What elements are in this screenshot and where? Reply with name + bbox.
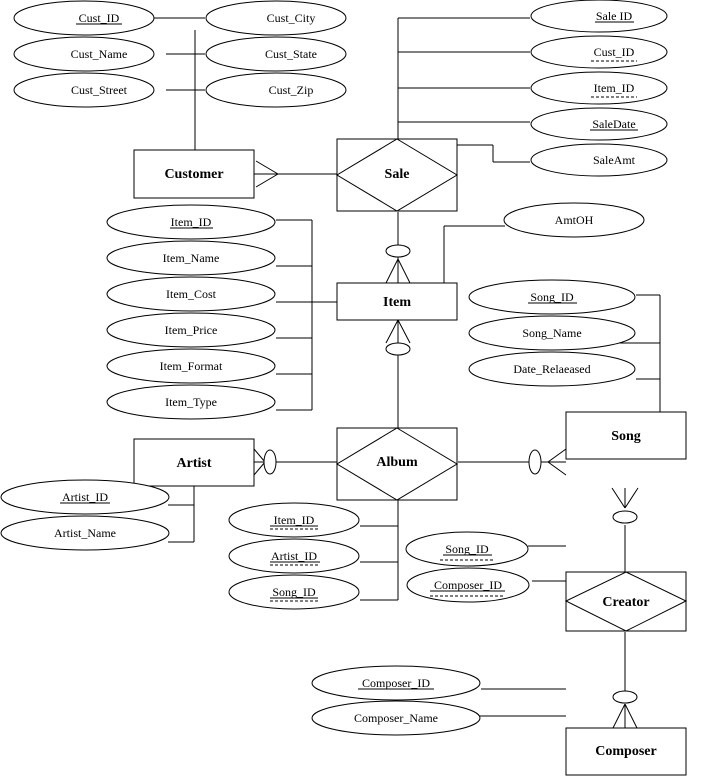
attr-composer-id: Composer_ID: [311, 665, 481, 701]
attr-album-artist-id: Artist_ID: [228, 538, 360, 574]
optional-marker: [612, 510, 638, 524]
attr-sale-amt: SaleAmt: [530, 143, 668, 177]
attr-cust-id: Cust_ID: [13, 0, 155, 36]
attr-label: AmtOH: [555, 213, 594, 227]
entity-composer: Composer: [565, 727, 687, 776]
attr-sale-cust-id: Cust_ID: [530, 35, 668, 69]
attr-creator-composer-id: Composer_ID: [406, 567, 530, 603]
attr-amtoh: AmtOH: [503, 202, 645, 238]
optional-marker: [528, 449, 542, 475]
attr-label: Composer_Name: [354, 711, 438, 725]
attr-label: SaleDate: [592, 117, 635, 131]
relationship-sale: Sale: [336, 138, 458, 212]
attr-label: Artist_Name: [54, 526, 116, 540]
relationship-album: Album: [336, 427, 458, 501]
optional-marker: [612, 690, 638, 704]
entity-label: Creator: [602, 595, 649, 610]
entity-label: Composer: [595, 744, 656, 759]
attr-label: Song_ID: [272, 585, 316, 599]
attr-artist-id: Artist_ID: [0, 479, 170, 515]
entity-label: Artist: [177, 456, 212, 471]
attr-composer-name: Composer_Name: [311, 700, 481, 736]
attr-sale-item-id: Item_ID: [530, 71, 668, 105]
attr-item-id: Item_ID: [106, 204, 276, 240]
attr-album-song-id: Song_ID: [228, 574, 360, 610]
attr-label: Artist_ID: [62, 490, 108, 504]
attr-cust-street: Cust_Street: [13, 72, 155, 108]
optional-marker: [385, 244, 411, 258]
attr-label: Item_ID: [274, 513, 315, 527]
attr-date-released: Date_Relaeased: [468, 351, 636, 387]
attr-album-item-id: Item_ID: [228, 502, 360, 538]
attr-label: SaleAmt: [593, 153, 636, 167]
attr-label: Cust_Zip: [269, 83, 314, 97]
attr-label: Sale ID: [596, 9, 633, 23]
attr-song-name: Song_Name: [468, 315, 636, 351]
attr-cust-state: Cust_State: [205, 36, 347, 72]
attr-song-id: Song_ID: [468, 279, 636, 315]
attr-label: Item_Type: [165, 395, 217, 409]
attr-label: Artist_ID: [271, 549, 317, 563]
attr-label: Cust_Name: [71, 47, 128, 61]
attr-label: Song_ID: [530, 290, 574, 304]
attr-label: Item_Cost: [166, 287, 217, 301]
attr-item-name: Item_Name: [106, 240, 276, 276]
attr-cust-city: Cust_City: [205, 0, 347, 36]
optional-marker: [385, 342, 411, 356]
attr-item-format: Item_Format: [106, 348, 276, 384]
entity-item: Item: [336, 282, 458, 321]
attr-label: Item_Price: [165, 323, 218, 337]
optional-marker: [263, 449, 277, 475]
attr-creator-song-id: Song_ID: [405, 531, 529, 567]
entity-label: Item: [383, 295, 411, 310]
attr-item-type: Item_Type: [106, 384, 276, 420]
attr-label: Cust_ID: [79, 11, 120, 25]
attr-artist-name: Artist_Name: [0, 515, 170, 551]
attr-label: Item_Name: [163, 251, 220, 265]
attr-label: Item_ID: [594, 81, 635, 95]
attr-label: Song_Name: [522, 326, 581, 340]
attr-cust-name: Cust_Name: [13, 36, 155, 72]
attr-item-cost: Item_Cost: [106, 276, 276, 312]
entity-artist: Artist: [133, 438, 255, 487]
attr-label: Date_Relaeased: [513, 362, 590, 376]
attr-cust-zip: Cust_Zip: [205, 72, 347, 108]
entity-label: Album: [376, 455, 418, 470]
attr-label: Cust_State: [265, 47, 317, 61]
attr-label: Item_ID: [171, 215, 212, 229]
entity-song: Song: [565, 411, 687, 460]
attr-sale-date: SaleDate: [530, 107, 668, 141]
attr-sale-id: Sale ID: [530, 0, 668, 33]
relationship-creator: Creator: [564, 571, 688, 632]
attr-label: Item_Format: [160, 359, 223, 373]
attr-label: Composer_ID: [362, 676, 430, 690]
entity-label: Song: [611, 429, 641, 444]
attr-item-price: Item_Price: [106, 312, 276, 348]
attr-label: Cust_City: [267, 11, 316, 25]
attr-label: Cust_Street: [71, 83, 128, 97]
attr-label: Cust_ID: [594, 45, 635, 59]
entity-label: Customer: [164, 167, 223, 182]
entity-customer: Customer: [133, 149, 255, 199]
attr-label: Song_ID: [445, 542, 489, 556]
attr-label: Composer_ID: [434, 578, 502, 592]
entity-label: Sale: [385, 167, 410, 182]
